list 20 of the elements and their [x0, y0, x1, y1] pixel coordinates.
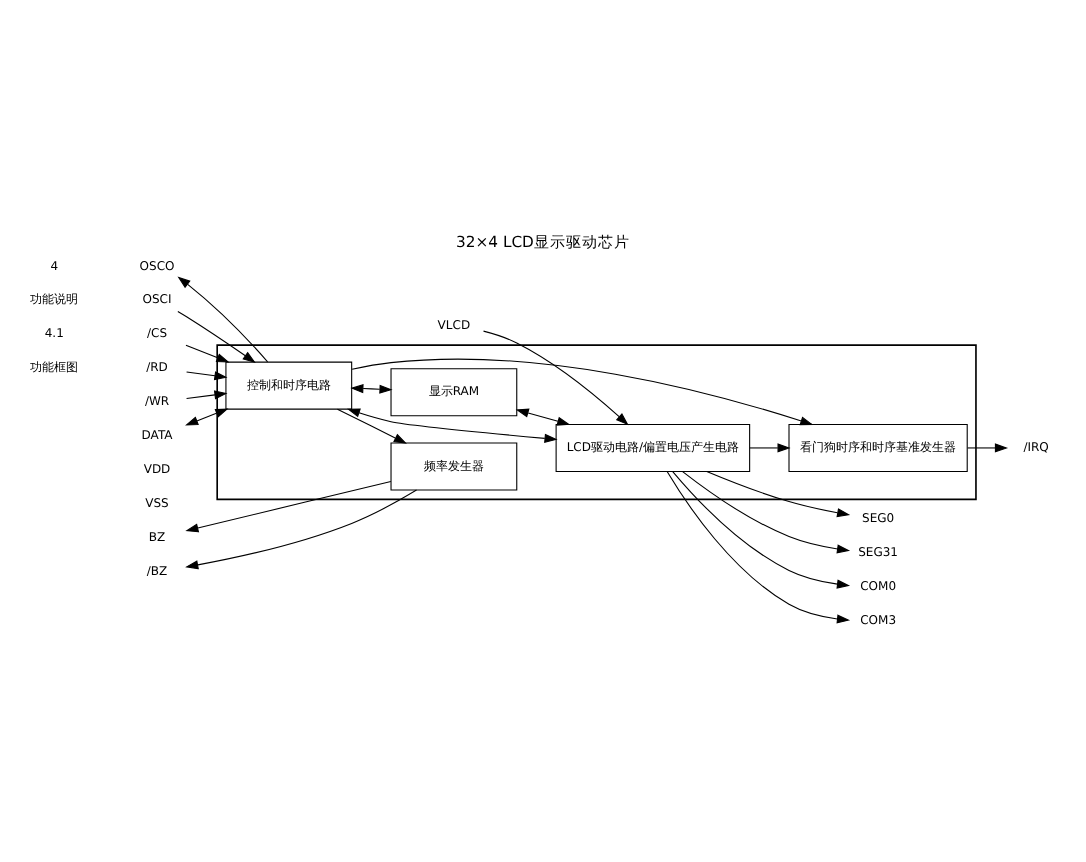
arrow	[515, 408, 571, 426]
arrow	[177, 310, 256, 363]
arrow	[185, 489, 418, 570]
arrow	[350, 384, 393, 394]
arrow	[351, 358, 814, 426]
arrow	[336, 408, 407, 444]
arrow	[186, 390, 228, 400]
arrow	[177, 276, 269, 363]
arrow	[749, 443, 791, 453]
arrow	[185, 408, 229, 426]
arrow	[185, 480, 392, 533]
arrow	[666, 471, 851, 624]
arrow	[185, 344, 230, 363]
arrow	[706, 470, 851, 518]
arrow	[682, 471, 851, 554]
arrow	[186, 371, 228, 381]
arrow	[672, 471, 851, 589]
arrow	[482, 330, 629, 426]
arrow	[346, 408, 558, 443]
arrow	[967, 443, 1009, 453]
